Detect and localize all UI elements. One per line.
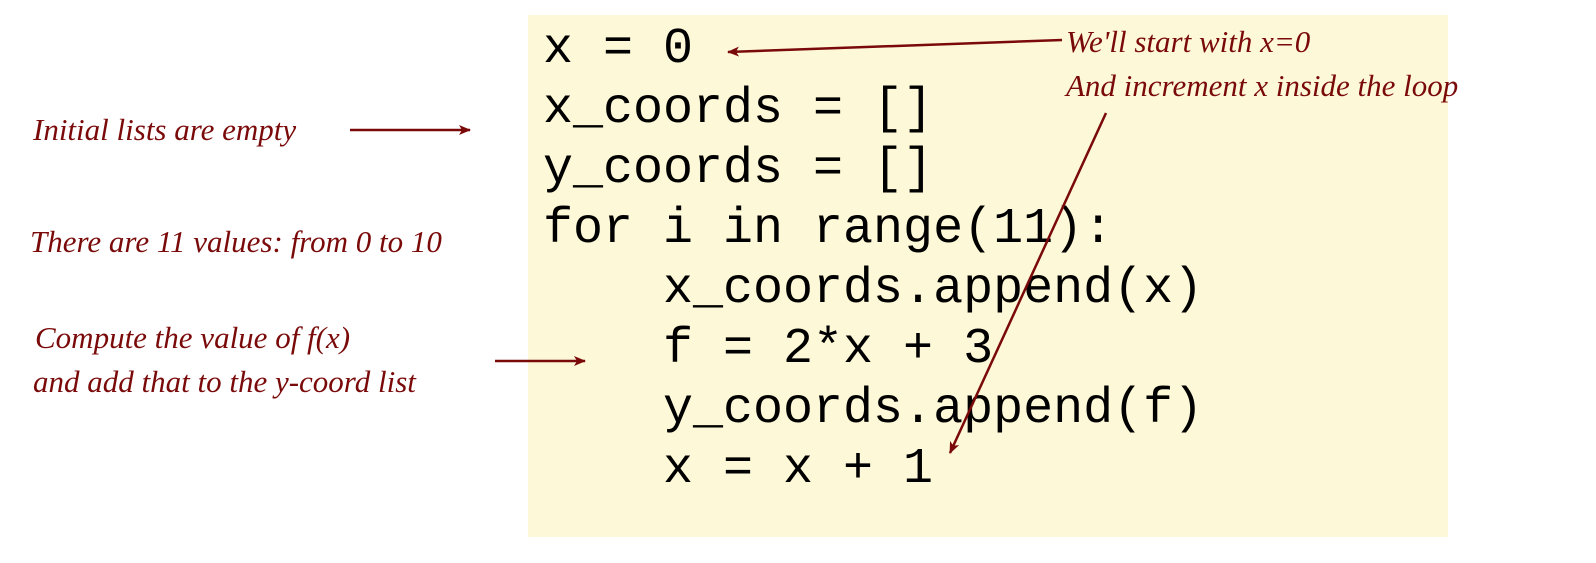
code-line: x = x + 1 [543,441,934,498]
code-line: y_coords.append(f) [543,381,1204,438]
code-block [528,15,1448,537]
annotation-start: We'll start with x=0 [1066,24,1311,59]
annotation-compute-2: and add that to the y-coord list [33,364,416,399]
code-line: for i in range(11): [543,201,1114,258]
code-line: x_coords = [] [543,81,934,138]
annotation-increment: And increment x inside the loop [1066,68,1459,103]
arrow-increment [948,112,1108,454]
code-line: x = 0 [543,21,694,78]
code-line: x_coords.append(x) [543,261,1204,318]
arrow-start [727,38,1063,57]
annotation-compute-1: Compute the value of f(x) [35,320,351,355]
annotation-empty-lists: Initial lists are empty [33,112,297,147]
annotation-range-values: There are 11 values: from 0 to 10 [30,224,442,259]
code-line: y_coords = [] [543,141,934,198]
